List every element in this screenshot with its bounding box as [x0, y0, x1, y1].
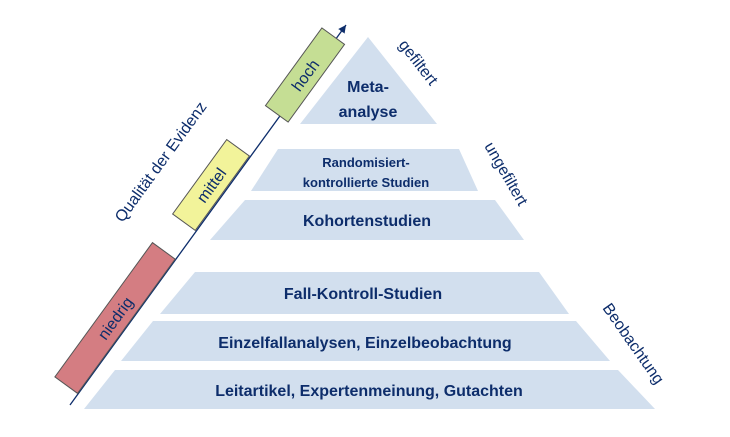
- tier-einzelfallanalysen: [121, 321, 610, 361]
- tier-label-rct-line2: kontrollierte Studien: [303, 175, 429, 190]
- tier-kohortenstudien: [210, 200, 524, 240]
- tier-fall-kontroll: [160, 272, 569, 314]
- tier-randomisiert-kontrolliert: [251, 149, 478, 191]
- tier-leitartikel: [84, 370, 655, 409]
- level-box-mittel: [171, 138, 251, 232]
- tier-label-meta-line2: analyse: [339, 104, 398, 121]
- tier-label-rct-line1: Randomisiert-: [322, 155, 409, 170]
- level-box-niedrig: [54, 241, 176, 395]
- tier-label-meta-line1: Meta-: [347, 79, 389, 96]
- tier-meta-analyse: [300, 37, 437, 124]
- pyramid: Meta- analyse Randomisiert- kontrolliert…: [84, 37, 655, 409]
- level-box-hoch: [264, 27, 346, 123]
- side-label-ungefiltert: ungefiltert: [481, 140, 531, 210]
- tier-label-kohorten: Kohortenstudien: [303, 213, 431, 230]
- tier-label-leitartikel: Leitartikel, Expertenmeinung, Gutachten: [215, 383, 523, 400]
- tier-label-einzelfall: Einzelfallanalysen, Einzelbeobachtung: [218, 335, 511, 352]
- tier-label-fall-kontroll: Fall-Kontroll-Studien: [284, 286, 442, 303]
